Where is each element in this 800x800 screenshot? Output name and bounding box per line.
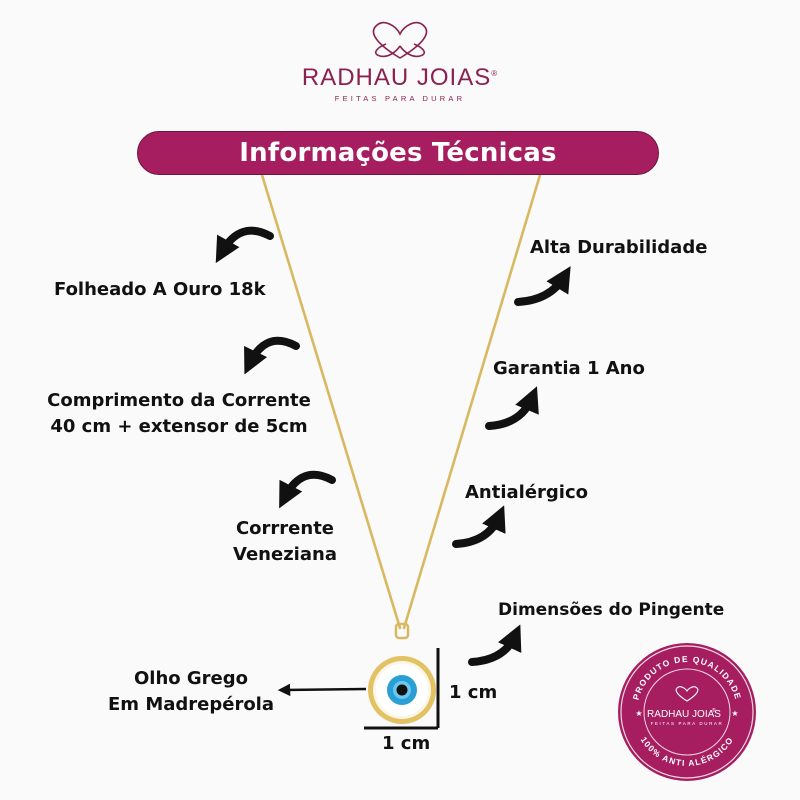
seal-brand: RADHAU JOIAS (647, 709, 721, 720)
seal-star-right-icon: ★ (731, 709, 738, 718)
curved-arrow-left-3-icon (279, 470, 336, 509)
feature-durability: Alta Durabilidade (530, 237, 708, 258)
dimension-bracket (364, 648, 440, 730)
seal-tagline: FEITAS PARA DURAR (651, 721, 724, 726)
curved-arrow-right-4-icon (468, 624, 522, 666)
necklace-chain (260, 173, 542, 630)
seal-star-left-icon: ★ (635, 709, 642, 718)
dimension-width-label: 1 cm (382, 733, 431, 754)
feature-hypoallergenic: Antialérgico (465, 482, 589, 503)
feature-chain-length: Comprimento da Corrente 40 cm + extensor… (47, 390, 311, 437)
dimension-height-label: 1 cm (449, 682, 498, 703)
brand-heart-logo-icon (372, 21, 428, 59)
feature-pendant-material: Olho Grego Em Madrepérola (108, 668, 274, 715)
curved-arrow-right-3-icon (452, 505, 506, 548)
quality-seal: PRODUTO DE QUALIDADE 100% ANTI ALÉRGICO … (618, 643, 756, 781)
curved-arrow-right-2-icon (485, 386, 539, 430)
seal-registered-mark: ® (712, 707, 716, 714)
section-title-banner: Informações Técnicas (137, 131, 659, 175)
feature-pendant-dimensions: Dimensões do Pingente (498, 600, 725, 620)
evil-eye-pendant (368, 622, 436, 724)
feature-gold-plated: Folheado A Ouro 18k (54, 279, 266, 300)
brand-registered-mark: ® (491, 69, 499, 78)
brand-name: RADHAU JOIAS® (301, 64, 499, 91)
curved-arrow-right-1-icon (514, 266, 571, 306)
curved-arrow-left-2-icon (244, 336, 300, 375)
seal-heart-icon (675, 686, 699, 702)
curved-arrow-left-1-icon (215, 226, 274, 264)
feature-warranty: Garantia 1 Ano (493, 358, 645, 379)
pendant-pointer-arrow (277, 683, 367, 697)
feature-chain-type: Corrrente Veneziana (233, 518, 337, 565)
brand-tagline: FEITAS PARA DURAR (334, 94, 466, 103)
